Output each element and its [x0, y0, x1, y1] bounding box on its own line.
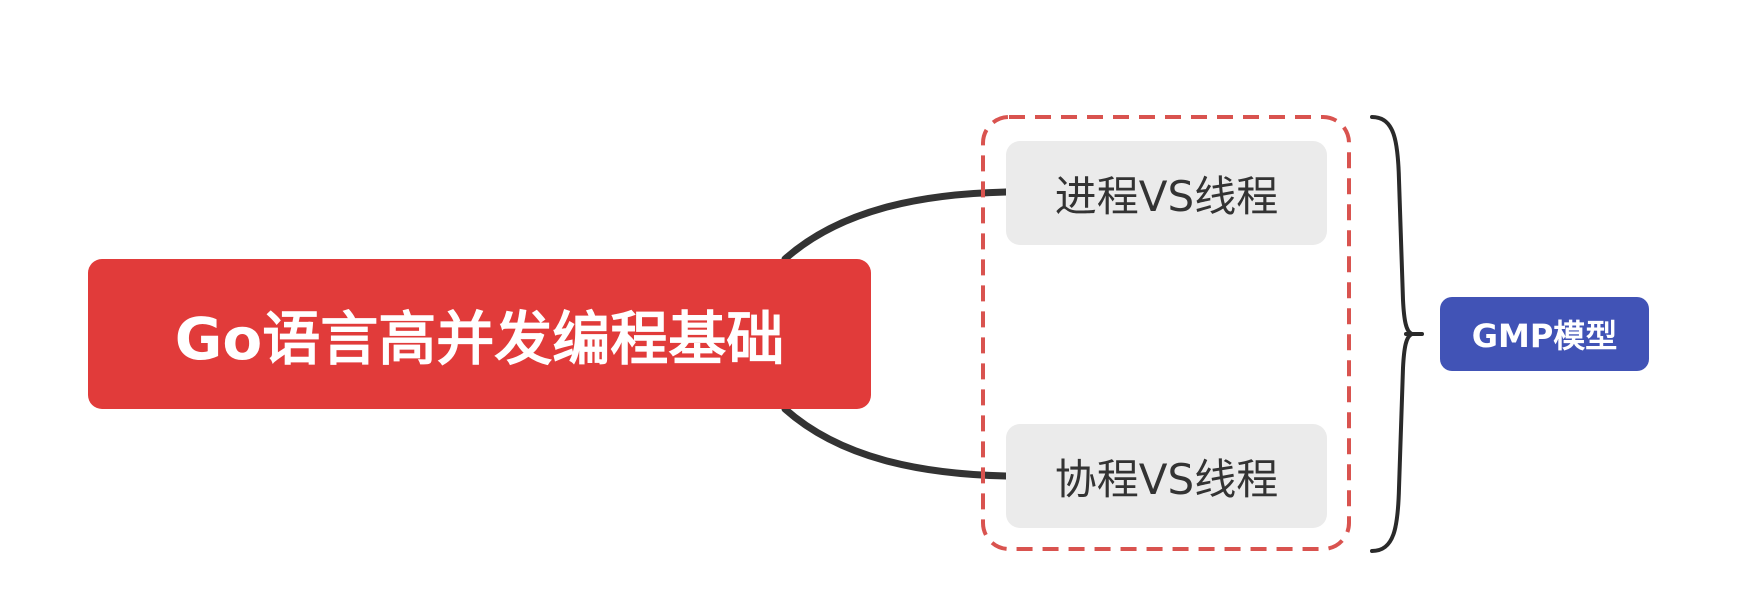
- subtopic-process-vs-thread[interactable]: 进程VS线程: [1006, 141, 1327, 245]
- summary-topic-label: GMP模型: [1471, 317, 1618, 355]
- subtopic-label: 协程VS线程: [1054, 454, 1279, 504]
- boundary-box[interactable]: [981, 115, 1351, 551]
- root-topic[interactable]: Go语言高并发编程基础: [88, 259, 871, 409]
- root-topic-label: Go语言高并发编程基础: [174, 305, 785, 373]
- summary-topic-gmp[interactable]: GMP模型: [1440, 297, 1649, 371]
- connector-root-to-child-1: [781, 188, 1010, 263]
- connector-root-to-child-2: [781, 405, 1010, 480]
- subtopic-label: 进程VS线程: [1054, 171, 1279, 221]
- subtopic-coroutine-vs-thread[interactable]: 协程VS线程: [1006, 424, 1327, 528]
